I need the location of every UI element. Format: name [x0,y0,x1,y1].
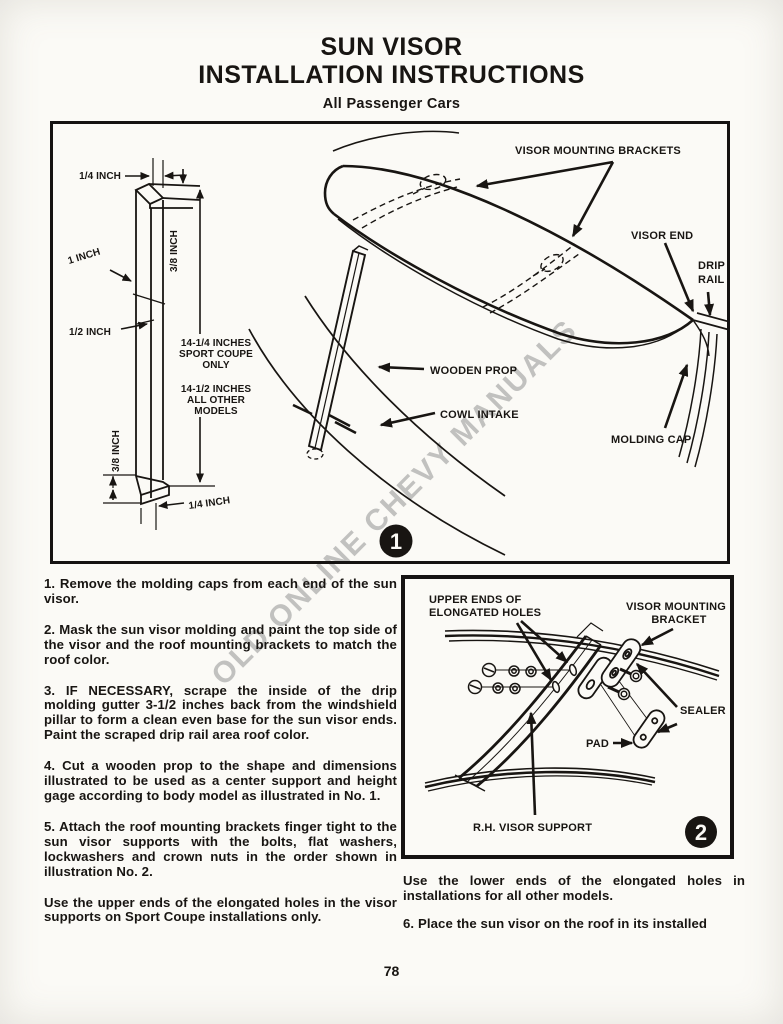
label-visor-mounting-bracket-1: VISOR MOUNTING [626,601,726,613]
label-drip: DRIP [698,260,725,272]
instruction-step-3: 3. IF NECESSARY, scrape the inside of th… [44,682,397,743]
instruction-note-sport-coupe: Use the upper ends of the elongated hole… [44,894,397,925]
label-visor-mounting-brackets: VISOR MOUNTING BRACKETS [515,145,681,157]
instructions-column: 1. Remove the molding caps from each end… [44,576,397,941]
figure1-callout-arrows [377,160,715,429]
title-block: SUN VISOR INSTALLATION INSTRUCTIONS All … [0,33,783,112]
page-subtitle: All Passenger Cars [322,96,461,112]
dim-quarter-inch-top: 1/4 INCH [79,171,121,182]
mounting-bracket-plate [600,638,642,688]
lower-roof-curves [424,767,656,792]
instruction-step-1: 1. Remove the molding caps from each end… [44,576,397,606]
dim-one-inch: 1 INCH [67,247,102,267]
dim-half-inch: 1/2 INCH [69,327,111,338]
label-wooden-prop: WOODEN PROP [430,365,517,377]
figure-2-illustration: UPPER ENDS OF ELONGATED HOLES VISOR MOUN… [401,575,734,859]
figure2-callout-arrows [515,620,678,816]
instruction-step-4: 4. Cut a wooden prop to the shape and di… [44,758,397,803]
pad-shape [632,709,666,749]
figure-1-drawing: 1/4 INCH 3/8 INCH 1 INCH 1/2 INCH 14-1/4… [67,130,727,558]
figure-2-drawing: UPPER ENDS OF ELONGATED HOLES VISOR MOUN… [424,594,726,848]
label-molding-cap: MOLDING CAP [611,434,691,446]
visor-car-sketch [248,130,727,556]
dim-sport-coupe-2: SPORT COUPE [179,349,253,360]
svg-text:2: 2 [695,820,707,845]
dim-other-models-3: MODELS [194,406,238,417]
page-title-line2: INSTALLATION INSTRUCTIONS [198,61,585,89]
instruction-step-6: 6. Place the sun visor on the roof in it… [403,915,708,931]
dim-three-eighths-bottom: 3/8 INCH [111,430,122,472]
figure-1-illustration: 1/4 INCH 3/8 INCH 1 INCH 1/2 INCH 14-1/4… [50,121,730,564]
instruction-step-2: 2. Mask the sun visor molding and paint … [44,621,397,667]
dim-other-models-1: 14-1/2 INCHES [181,384,251,395]
label-visor-mounting-bracket-2: BRACKET [651,614,706,626]
prop-dimension-arrows [109,169,204,509]
support-upper-plate [577,656,613,700]
label-upper-ends-2: ELONGATED HOLES [429,607,541,619]
dim-quarter-inch-bottom: 1/4 INCH [188,495,231,512]
label-visor-end: VISOR END [631,230,693,242]
dim-three-eighths-top: 3/8 INCH [169,230,180,272]
right-text-column: Use the lower ends of the elongated hole… [403,873,745,945]
page-number: 78 [383,963,400,979]
svg-text:1: 1 [390,529,402,554]
figure2-number-badge: 2 [685,816,717,848]
bolt-washer-assemblies [467,662,578,695]
dim-other-models-2: ALL OTHER [187,395,246,406]
label-upper-ends-1: UPPER ENDS OF [429,594,522,606]
figure1-number-badge: 1 [379,524,413,558]
instruction-step-5: 5. Attach the roof mounting brackets fin… [44,818,397,879]
note-lower-ends: Use the lower ends of the elongated hole… [403,873,745,903]
label-rh-visor-support: R.H. VISOR SUPPORT [473,822,592,834]
dim-sport-coupe-1: 14-1/4 INCHES [181,338,251,349]
label-pad: PAD [586,738,609,750]
dim-sport-coupe-3: ONLY [202,360,229,371]
label-rail: RAIL [698,274,725,286]
page-title-line1: SUN VISOR [320,33,463,61]
roof-rail-lines [444,629,720,681]
label-sealer: SEALER [680,705,726,717]
label-cowl-intake: COWL INTAKE [440,409,519,421]
